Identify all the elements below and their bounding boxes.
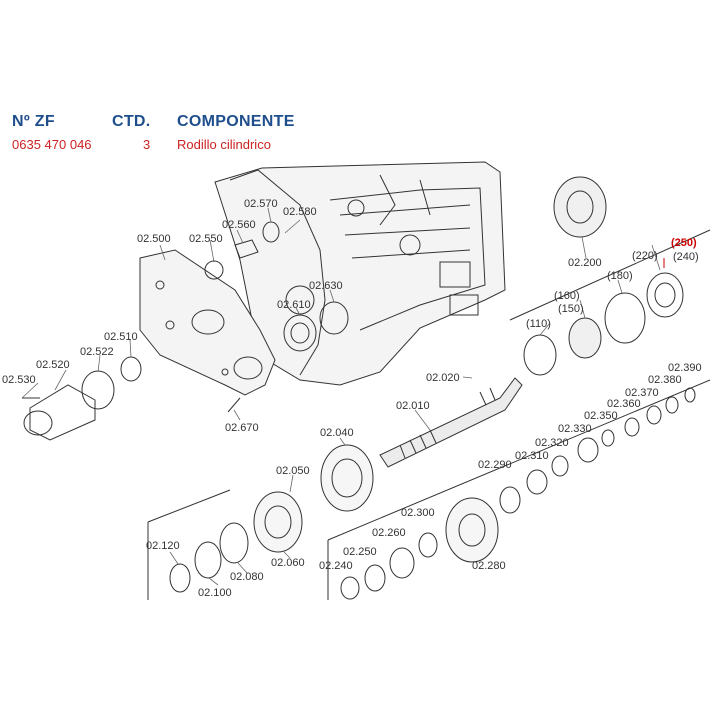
label-110: (110) (526, 318, 551, 330)
label-02610: 02.610 (277, 299, 311, 311)
ring-02370 (646, 405, 662, 425)
label-02260: 02.260 (372, 527, 406, 539)
label-02320: 02.320 (535, 437, 569, 449)
ring-02240 (340, 576, 360, 600)
label-02240: 02.240 (319, 560, 353, 572)
label-02390: 02.390 (668, 362, 702, 374)
label-150: (150) (558, 303, 584, 315)
ring-02260 (389, 547, 415, 579)
label-02120: 02.120 (146, 540, 180, 552)
ring-02100 (194, 541, 222, 579)
label-02290: 02.290 (478, 459, 512, 471)
label-02560: 02.560 (222, 219, 256, 231)
label-02500: 02.500 (137, 233, 171, 245)
part-110-ring (523, 334, 557, 376)
label-02020: 02.020 (426, 372, 460, 384)
label-02100: 02.100 (198, 587, 232, 599)
synchro-02200 (553, 176, 607, 238)
circlip-02120 (169, 563, 191, 593)
gearbox-housing (214, 161, 506, 386)
frame-line-right (327, 379, 711, 600)
gear-02280 (445, 497, 499, 563)
part-02670-bolt (227, 397, 241, 413)
ring-02350 (601, 429, 615, 447)
label-02300: 02.300 (401, 507, 435, 519)
label-02670: 02.670 (225, 422, 259, 434)
label-02060: 02.060 (271, 557, 305, 569)
callout-labels: 02.530 02.520 02.522 02.510 02.500 02.55… (2, 198, 702, 599)
part-02522-ring (81, 370, 115, 410)
label-02280: 02.280 (472, 560, 506, 572)
header-part-no: Nº ZF (12, 113, 55, 130)
bearing-02330 (577, 437, 599, 463)
label-02310: 02.310 (515, 450, 549, 462)
frame-line-upper (509, 229, 711, 321)
label-02530: 02.530 (2, 374, 36, 386)
bearing-02360 (624, 417, 640, 437)
label-02330: 02.330 (558, 423, 592, 435)
ring-02300 (418, 532, 438, 558)
ring-02390 (684, 387, 696, 403)
label-02370: 02.370 (625, 387, 659, 399)
header-component: COMPONENTE (177, 113, 295, 130)
part-150-hub (568, 317, 602, 359)
part-02510-ring (120, 356, 142, 382)
bearing-02250 (364, 564, 386, 592)
label-02080: 02.080 (230, 571, 264, 583)
label-160: (160) (554, 290, 580, 302)
label-220: (220) (632, 250, 658, 262)
main-shaft-part (379, 377, 523, 468)
label-02510: 02.510 (104, 331, 138, 343)
label-02522: 02.522 (80, 346, 114, 358)
label-02040: 02.040 (320, 427, 354, 439)
input-flange-part (22, 384, 96, 441)
label-02570: 02.570 (244, 198, 278, 210)
gear-02040 (320, 444, 374, 512)
label-02580: 02.580 (283, 206, 317, 218)
part-number-value: 0635 470 046 (12, 137, 92, 152)
bell-housing-part (139, 249, 276, 396)
bearing-02310 (526, 469, 548, 495)
component-name-value: Rodillo cilindrico (177, 137, 271, 152)
label-02350: 02.350 (584, 410, 618, 422)
header-qty: CTD. (112, 113, 151, 130)
label-02200: 02.200 (568, 257, 602, 269)
ring-02320 (551, 455, 569, 477)
label-02050: 02.050 (276, 465, 310, 477)
gear-02060 (253, 491, 303, 553)
part-180-plate (604, 292, 646, 344)
label-240: (240) (673, 251, 699, 263)
label-02550: 02.550 (189, 233, 223, 245)
label-02630: 02.630 (309, 280, 343, 292)
label-250-highlight: (250) (671, 237, 697, 249)
part-240-ring (646, 272, 684, 318)
label-02250: 02.250 (343, 546, 377, 558)
label-02380: 02.380 (648, 374, 682, 386)
label-02360: 02.360 (607, 398, 641, 410)
part-02560-shape (234, 239, 259, 259)
label-180: (180) (607, 270, 633, 282)
bearing-02080 (219, 522, 249, 564)
ring-02380 (665, 396, 679, 414)
label-02010: 02.010 (396, 400, 430, 412)
ring-02290 (499, 486, 521, 514)
label-02520: 02.520 (36, 359, 70, 371)
frame-line-lower (147, 489, 231, 600)
quantity-value: 3 (143, 137, 151, 152)
